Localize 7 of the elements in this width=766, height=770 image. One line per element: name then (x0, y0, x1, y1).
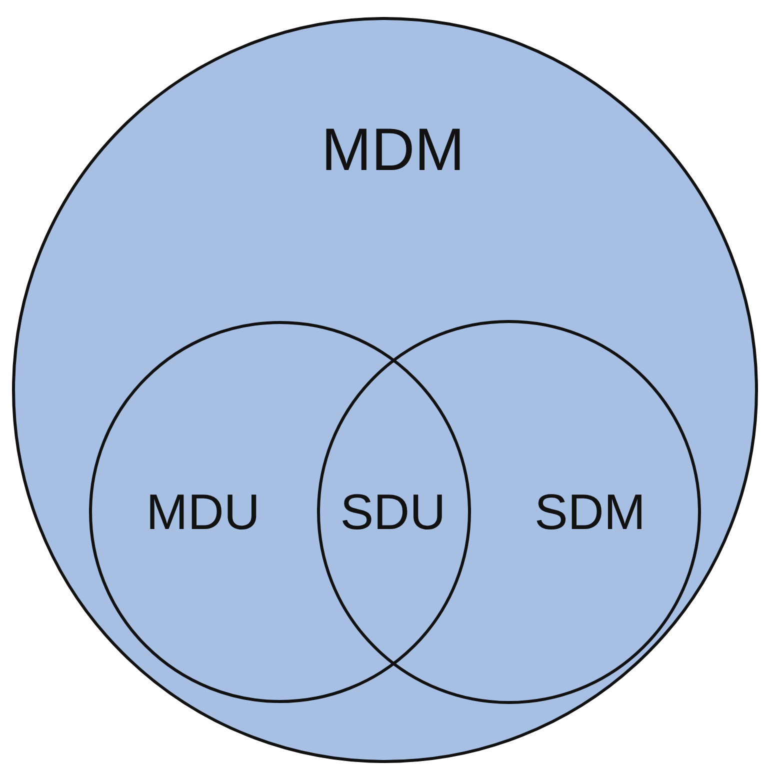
intersection-label: SDU (340, 487, 446, 537)
set-label: MDU (146, 487, 260, 537)
venn-circle (89, 321, 471, 703)
set-label: SDM (534, 487, 646, 537)
set-label: MDM (321, 120, 465, 180)
venn-circle (317, 320, 701, 704)
venn-circle (12, 17, 758, 763)
